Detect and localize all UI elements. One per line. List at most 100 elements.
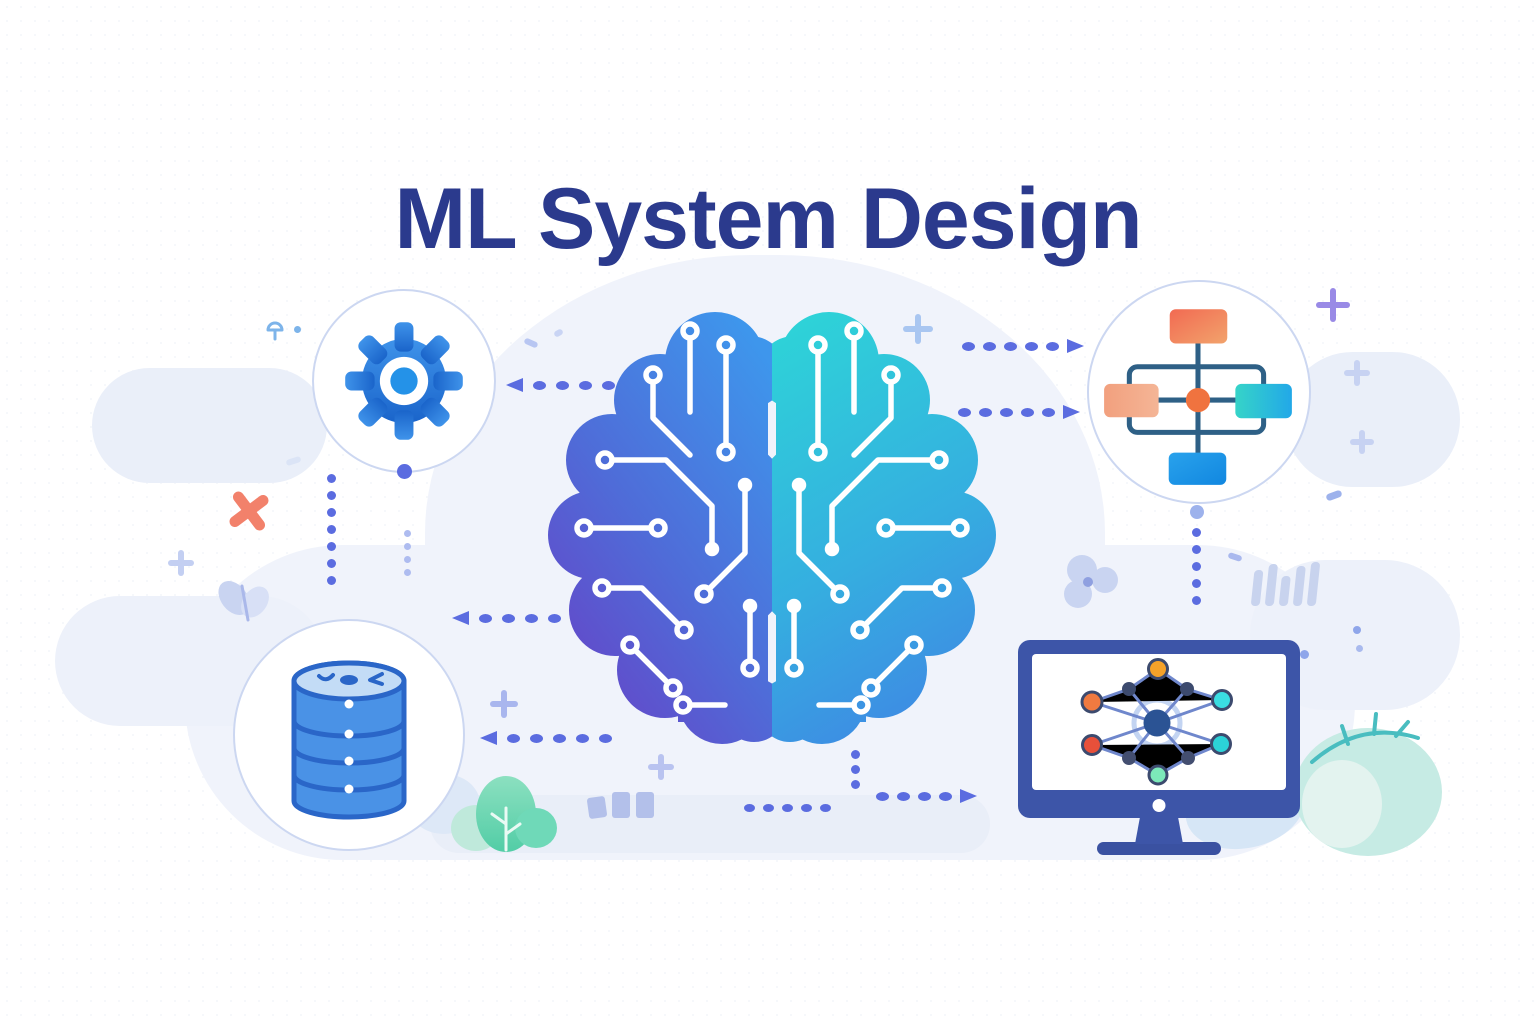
dash-dot — [820, 804, 831, 812]
monitor-screen — [1032, 654, 1286, 790]
dash-dot — [1000, 407, 1013, 417]
dash-dot — [404, 556, 411, 563]
coral-sparkle-icon — [223, 485, 275, 537]
dash-dot — [983, 341, 996, 351]
plus-decoration — [648, 754, 674, 780]
network-nodes — [1080, 658, 1233, 786]
brain-right-hemisphere — [772, 312, 996, 744]
dash-dot — [576, 733, 589, 743]
brain-circuit-icon — [548, 312, 996, 744]
cloud-right-upper — [1285, 352, 1460, 487]
plus-decoration — [168, 550, 194, 576]
arrowhead-icon — [506, 377, 523, 393]
dash-dot — [1046, 341, 1059, 351]
flowchart-center-node — [1185, 387, 1211, 413]
dash-dot — [404, 569, 411, 576]
dash-dot — [1042, 407, 1055, 417]
dash-dot — [851, 765, 860, 774]
flowchart-top-node — [1169, 309, 1228, 344]
neural-network-graph — [1080, 658, 1233, 786]
flowchart-icon — [1104, 309, 1292, 485]
cloud-left-upper — [92, 368, 327, 483]
database-icon — [291, 660, 407, 820]
arrowhead-icon — [480, 730, 497, 746]
clover-icon — [1064, 555, 1118, 608]
tiny-dot — [1353, 626, 1361, 634]
database-badge-circle — [233, 619, 465, 851]
dash-dot — [404, 543, 411, 550]
dash-dot — [404, 530, 411, 537]
database-dots — [344, 699, 354, 794]
dotted-line-faint — [404, 530, 411, 576]
dash-dot — [507, 733, 520, 743]
dashed-arrow-brain-to-database — [480, 730, 612, 746]
flowchart-bottom-node — [1168, 452, 1227, 485]
dash-dot — [548, 613, 561, 623]
dash-dot — [599, 733, 612, 743]
dash-dot — [327, 559, 336, 568]
dash-dot — [918, 791, 931, 801]
butterfly-icon — [218, 581, 269, 622]
tiny-dot — [294, 326, 301, 333]
dash-dot — [1004, 341, 1017, 351]
arrowhead-icon — [1063, 404, 1080, 420]
monitor-stand — [1135, 818, 1183, 844]
dash-dot — [1192, 579, 1201, 588]
arrowhead-icon — [960, 788, 977, 804]
gear-center-dot — [390, 367, 418, 395]
dotted-line-brain-down — [851, 750, 860, 789]
dash-dot — [782, 804, 793, 812]
dash-dot — [958, 407, 971, 417]
dash-dot — [502, 613, 515, 623]
dash-dot — [553, 733, 566, 743]
monitor-camera-dot — [1152, 799, 1166, 812]
arrowhead-icon — [1067, 338, 1084, 354]
dash-dot — [801, 804, 812, 812]
dash-dot — [602, 380, 615, 390]
tiny-dot — [1300, 650, 1309, 659]
dash-dot — [327, 525, 336, 534]
flowchart-left-node — [1104, 383, 1159, 418]
monitor-frame — [1018, 640, 1300, 818]
dash-dot — [327, 542, 336, 551]
dash-dot — [897, 791, 910, 801]
dash-dot — [1192, 596, 1201, 605]
dashed-arrow-brain-to-monitor — [876, 788, 977, 804]
dash-dot — [744, 804, 755, 812]
bush-green-icon — [451, 776, 557, 852]
dash-dot — [1192, 545, 1201, 554]
connector-dot-flowchart — [1190, 505, 1204, 519]
tiny-dot — [1356, 645, 1363, 652]
plus-decoration — [1350, 430, 1374, 454]
page-title: ML System Design — [394, 170, 1142, 267]
dotted-line-gear-to-database — [327, 474, 336, 585]
dash-dot — [556, 380, 569, 390]
dash-dot — [1021, 407, 1034, 417]
brain-left-hemisphere — [548, 312, 772, 744]
dashed-arrow-brain-to-gear — [506, 377, 615, 393]
arrowhead-icon — [452, 610, 469, 626]
dash-dot — [1025, 341, 1038, 351]
plant-teal-icon — [1294, 712, 1442, 856]
flowchart-right-node — [1235, 383, 1292, 419]
dashed-arrow-brain-to-flowchart-lower — [958, 404, 1080, 420]
dash-dot — [1192, 528, 1201, 537]
dash-dot — [327, 576, 336, 585]
dash-dot — [530, 733, 543, 743]
fence-bars-decoration — [1250, 562, 1321, 606]
connector-dot-gear — [397, 464, 412, 479]
bar-chart-decoration — [586, 792, 654, 820]
flowchart-badge-circle — [1087, 280, 1311, 504]
mushroom-sprout-icon — [266, 321, 284, 341]
dash-dot — [327, 491, 336, 500]
dash-dot — [479, 613, 492, 623]
plus-decoration — [1344, 360, 1370, 386]
fleck — [1325, 489, 1343, 502]
monitor-neural-network-icon — [1018, 640, 1300, 855]
dash-dot — [327, 508, 336, 517]
dotted-line-bottom-center — [744, 804, 831, 812]
monitor-base — [1097, 842, 1221, 855]
dash-dot — [763, 804, 774, 812]
gear-icon — [345, 322, 463, 440]
